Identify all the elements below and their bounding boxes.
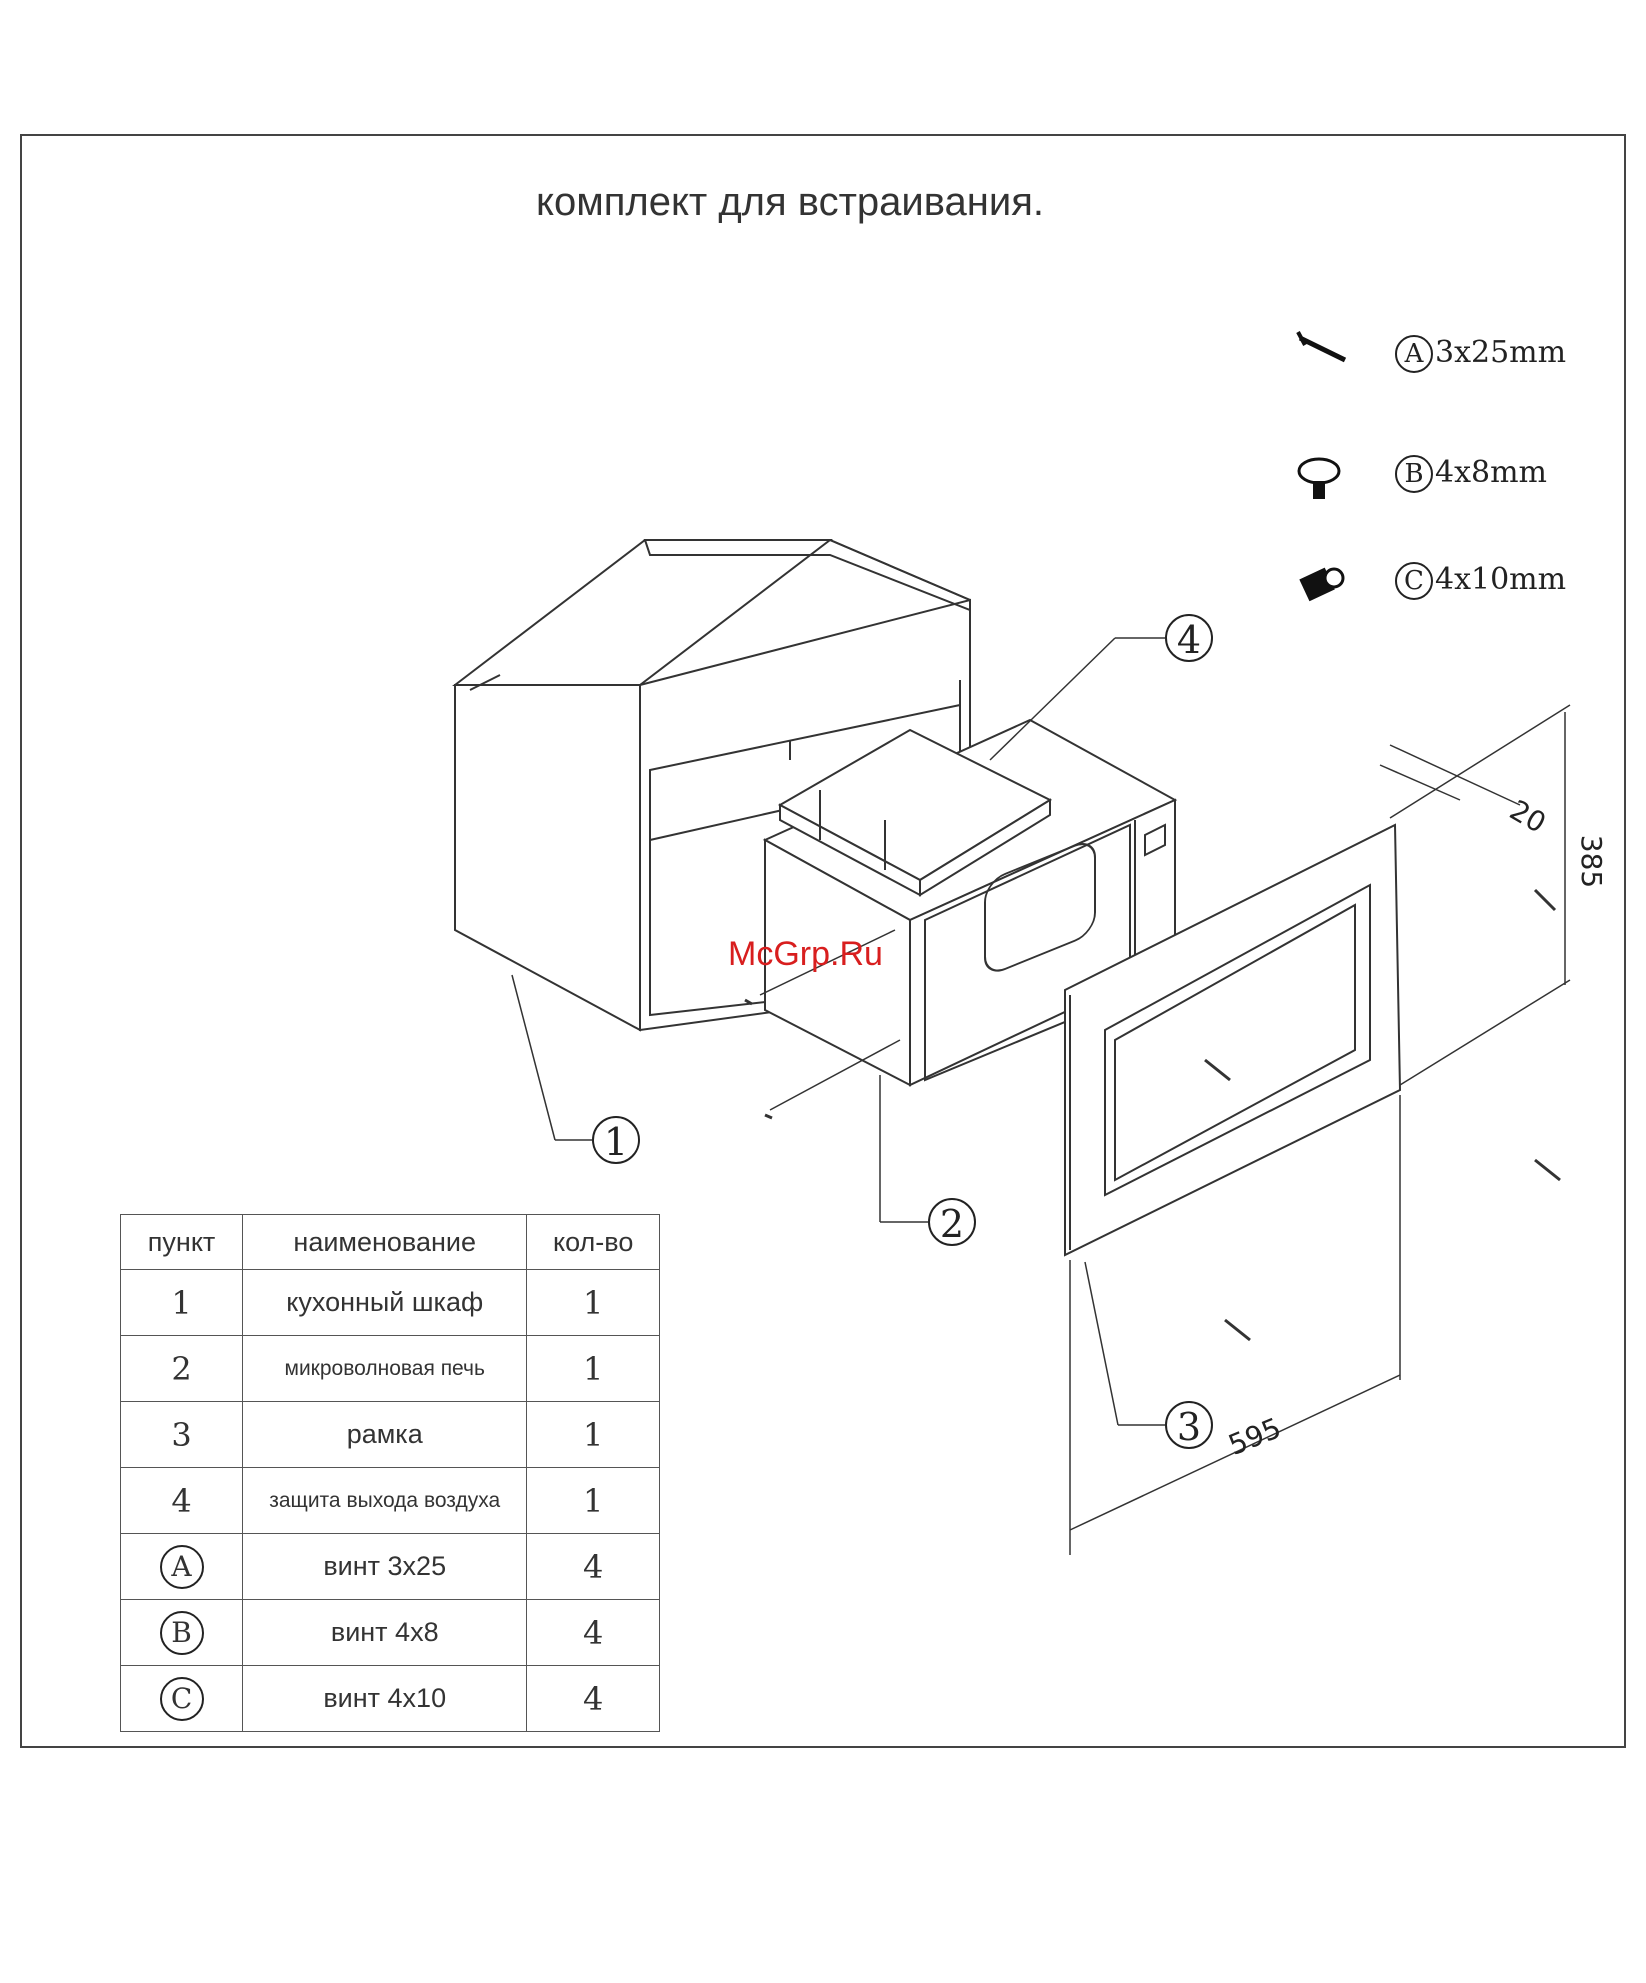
row-name: кухонный шкаф xyxy=(243,1270,527,1336)
row-name: винт 4x10 xyxy=(243,1666,527,1732)
dimension-height: 385 xyxy=(1575,835,1608,888)
row-item: 2 xyxy=(121,1336,243,1402)
row-qty: 4 xyxy=(527,1534,660,1600)
row-item: A xyxy=(160,1545,204,1589)
table-row: A винт 3x25 4 xyxy=(121,1534,660,1600)
row-item: 3 xyxy=(121,1402,243,1468)
header-qty: кол-во xyxy=(527,1215,660,1270)
long-screw-icon xyxy=(1295,330,1355,370)
screw-letter-a: A xyxy=(1395,335,1433,373)
row-item-cell: B xyxy=(121,1600,243,1666)
table-row: 4 защита выхода воздуха 1 xyxy=(121,1468,660,1534)
bolt-screw-icon xyxy=(1298,562,1348,607)
callout-3: 3 xyxy=(1165,1401,1213,1449)
row-qty: 1 xyxy=(527,1468,660,1534)
row-name: защита выхода воздуха xyxy=(243,1468,527,1534)
callout-2: 2 xyxy=(928,1198,976,1246)
row-qty: 4 xyxy=(527,1600,660,1666)
row-item-cell: C xyxy=(121,1666,243,1732)
row-item: C xyxy=(160,1677,204,1721)
row-item: 1 xyxy=(121,1270,243,1336)
row-qty: 4 xyxy=(527,1666,660,1732)
row-name: винт 4x8 xyxy=(243,1600,527,1666)
row-name: микроволновая печь xyxy=(243,1336,527,1402)
table-row: 1 кухонный шкаф 1 xyxy=(121,1270,660,1336)
table-row: 2 микроволновая печь 1 xyxy=(121,1336,660,1402)
callout-1: 1 xyxy=(592,1116,640,1164)
table-row: C винт 4x10 4 xyxy=(121,1666,660,1732)
parts-table: пункт наименование кол-во 1 кухонный шка… xyxy=(120,1214,660,1732)
row-item-cell: A xyxy=(121,1534,243,1600)
table-row: 3 рамка 1 xyxy=(121,1402,660,1468)
screw-size-c: 4x10mm xyxy=(1435,562,1566,597)
header-item: пункт xyxy=(121,1215,243,1270)
row-item: B xyxy=(160,1611,204,1655)
screw-size-b: 4x8mm xyxy=(1435,455,1547,490)
row-qty: 1 xyxy=(527,1336,660,1402)
screw-letter-c: C xyxy=(1395,562,1433,600)
screw-size-a: 3x25mm xyxy=(1435,335,1566,370)
row-qty: 1 xyxy=(527,1402,660,1468)
screw-letter-b: B xyxy=(1395,455,1433,493)
watermark: McGrp.Ru xyxy=(728,935,883,974)
row-item: 4 xyxy=(121,1468,243,1534)
short-screw-icon xyxy=(1295,455,1345,505)
table-header-row: пункт наименование кол-во xyxy=(121,1215,660,1270)
row-name: рамка xyxy=(243,1402,527,1468)
callout-4: 4 xyxy=(1165,614,1213,662)
row-name: винт 3x25 xyxy=(243,1534,527,1600)
header-name: наименование xyxy=(243,1215,527,1270)
row-qty: 1 xyxy=(527,1270,660,1336)
table-row: B винт 4x8 4 xyxy=(121,1600,660,1666)
